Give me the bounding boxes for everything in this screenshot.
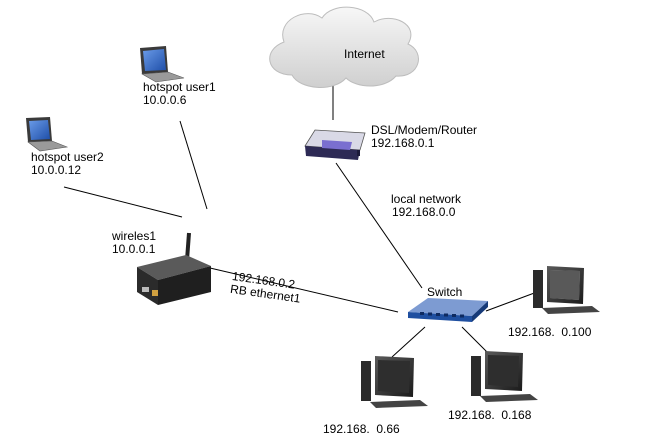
pc-66-label: 192.168. 0.66	[323, 422, 400, 436]
laptop-icon-user2	[26, 117, 69, 152]
link-wireless-switch	[209, 267, 399, 313]
local-network-ip: 192.168.0.0	[392, 205, 456, 219]
switch-icon	[408, 298, 488, 322]
switch-label: Switch	[427, 285, 463, 299]
router-name: DSL/Modem/Router	[371, 123, 478, 137]
link-user1-wireless	[179, 120, 208, 210]
desktop-computer-icon-100	[533, 266, 600, 314]
hotspot-user1-label: hotspot user1 10.0.0.6	[143, 81, 216, 107]
wireless-router-icon	[137, 232, 211, 305]
link-user2-wireless	[63, 186, 183, 218]
hotspot-user2-label: hotspot user2 10.0.0.12	[31, 151, 104, 177]
pc-168-label: 192.168. 0.168	[448, 408, 532, 422]
cloud-icon	[269, 6, 419, 88]
link-switch-pc168	[461, 326, 491, 356]
link-router-switch	[335, 162, 423, 289]
internet-label: Internet	[344, 47, 385, 61]
hotspot-user1-name: hotspot user1	[143, 80, 216, 94]
pc-100-label: 192.168. 0.100	[508, 325, 592, 339]
router-ip: 192.168.0.1	[371, 136, 435, 150]
link-switch-pc66	[391, 326, 426, 358]
link-switch-pc100	[485, 291, 538, 312]
wireless1-ip: 10.0.0.1	[112, 242, 156, 256]
wireless1-label: wireles1 10.0.0.1	[112, 230, 156, 256]
desktop-computer-icon-168	[471, 351, 538, 402]
hotspot-user1-ip: 10.0.0.6	[143, 93, 187, 107]
router-icon	[304, 129, 366, 160]
local-network-label: local network 192.168.0.0	[391, 193, 461, 219]
hotspot-user2-ip: 10.0.0.12	[31, 163, 82, 177]
connection-lines	[63, 82, 538, 358]
local-network-name: local network	[391, 192, 462, 206]
desktop-computer-icon-66	[361, 356, 428, 408]
laptop-icon-user1	[140, 46, 185, 83]
router-label: DSL/Modem/Router 192.168.0.1	[371, 124, 477, 150]
wireless1-name: wireles1	[112, 229, 157, 243]
hotspot-user2-name: hotspot user2	[31, 150, 104, 164]
